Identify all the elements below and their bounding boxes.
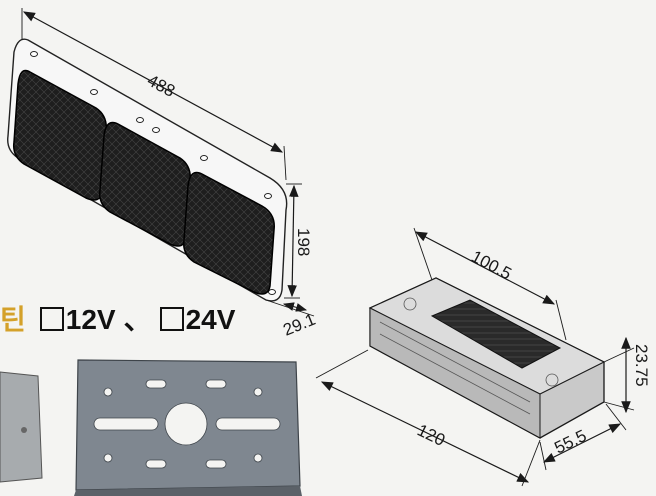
module-circuit	[430, 299, 562, 369]
label-24v: 24V	[185, 304, 236, 335]
checkbox-12v[interactable]	[39, 307, 64, 331]
module-length-label: 100.5	[468, 247, 514, 284]
dimension-lamp-height: 198	[284, 183, 313, 299]
dimension-lamp-depth: 29.1	[265, 299, 318, 340]
small-gray-plate	[0, 371, 43, 483]
voltage-prefix: 틴	[0, 304, 26, 335]
module-height-label: 23.75	[632, 344, 651, 387]
mounting-bracket-plate	[74, 359, 302, 496]
checkbox-24v[interactable]	[159, 307, 184, 331]
voltage-separator: 、	[123, 304, 152, 335]
module-depth-label: 55.5	[551, 426, 589, 458]
module-width-label: 120	[414, 421, 448, 451]
lamp-height-label: 198	[294, 228, 313, 256]
lamp-cell-right	[182, 171, 275, 295]
lamp-width-label: 488	[144, 71, 178, 101]
led-module	[368, 277, 606, 439]
dimension-module-height: 23.75	[603, 336, 651, 414]
lamp-depth-label: 29.1	[280, 310, 318, 340]
bracket-holes	[93, 379, 281, 469]
label-12v: 12V	[65, 304, 116, 335]
voltage-options: 틴 12V、 24V	[0, 298, 235, 338]
